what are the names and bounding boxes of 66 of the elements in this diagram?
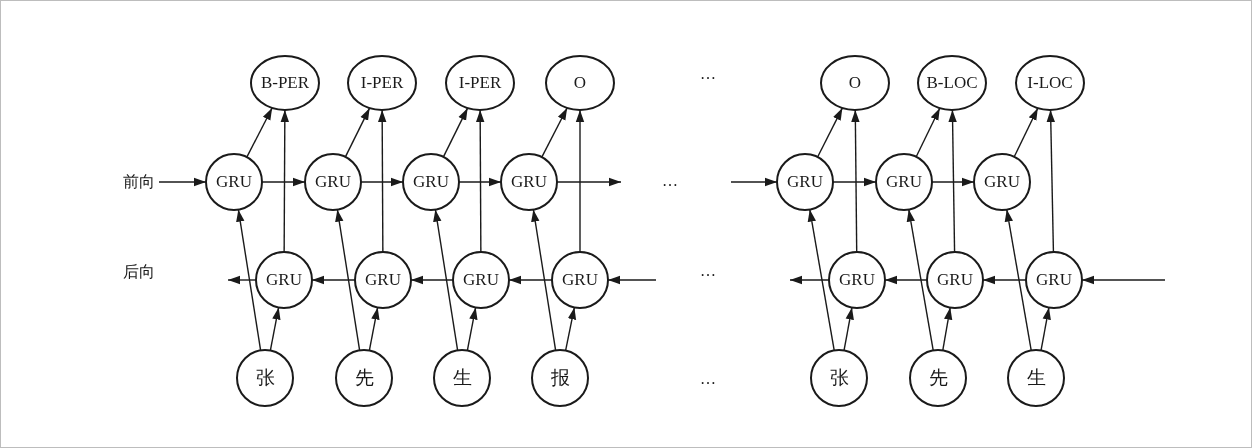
arrow [246,107,273,158]
tag-ellipse: O [545,55,615,111]
arrow [564,306,577,352]
ellipsis: … [662,172,678,190]
tag-ellipse: B-PER [250,55,320,111]
ellipsis: … [700,65,716,83]
arrow [433,208,459,352]
gru-circle: GRU [551,251,609,309]
arrow [807,208,835,352]
arrow [942,306,953,352]
character-circle: 生 [1007,349,1065,407]
arrow [236,208,262,352]
arrow [575,109,585,253]
character-circle: 张 [236,349,294,407]
gru-circle: GRU [776,153,834,211]
arrow [730,177,778,187]
gru-circle: GRU [828,251,886,309]
gru-circle: GRU [402,153,460,211]
tag-ellipse: O [820,55,890,111]
row-label: 后向 [123,262,155,282]
ellipsis: … [700,370,716,388]
arrow [335,208,361,352]
gru-circle: GRU [973,153,1031,211]
arrow [280,109,289,253]
arrow [1004,208,1032,352]
arrow [378,109,387,253]
arrow [442,107,469,158]
gru-circle: GRU [255,251,313,309]
arrow [816,107,844,158]
arrow [1013,107,1039,158]
gru-circle: GRU [304,153,362,211]
character-circle: 生 [433,349,491,407]
arrow [843,306,854,352]
row-label: 前向 [121,171,157,193]
arrow [948,109,957,253]
gru-circle: GRU [926,251,984,309]
arrow [789,275,830,285]
gru-circle: GRU [354,251,412,309]
arrow [1046,109,1055,253]
tag-ellipse: I-LOC [1015,55,1085,111]
tag-ellipse: B-LOC [917,55,987,111]
character-circle: 先 [909,349,967,407]
arrow [368,306,380,352]
arrow [158,177,207,187]
arrow [227,275,257,285]
tag-ellipse: I-PER [445,55,515,111]
arrow [541,107,568,158]
arrow [269,306,281,352]
gru-circle: GRU [875,153,933,211]
tag-ellipse: I-PER [347,55,417,111]
gru-circle: GRU [205,153,263,211]
character-circle: 张 [810,349,868,407]
gru-circle: GRU [452,251,510,309]
character-circle: 先 [335,349,393,407]
gru-circle: GRU [1025,251,1083,309]
ellipsis: … [700,262,716,280]
arrow [344,107,371,158]
arrow [906,208,934,352]
arrow [476,109,485,253]
arrow [851,109,860,253]
arrow [1040,306,1051,352]
arrow [531,208,557,352]
gru-circle: GRU [500,153,558,211]
arrow [466,306,478,352]
character-circle: 报 [531,349,589,407]
arrow [915,107,941,158]
